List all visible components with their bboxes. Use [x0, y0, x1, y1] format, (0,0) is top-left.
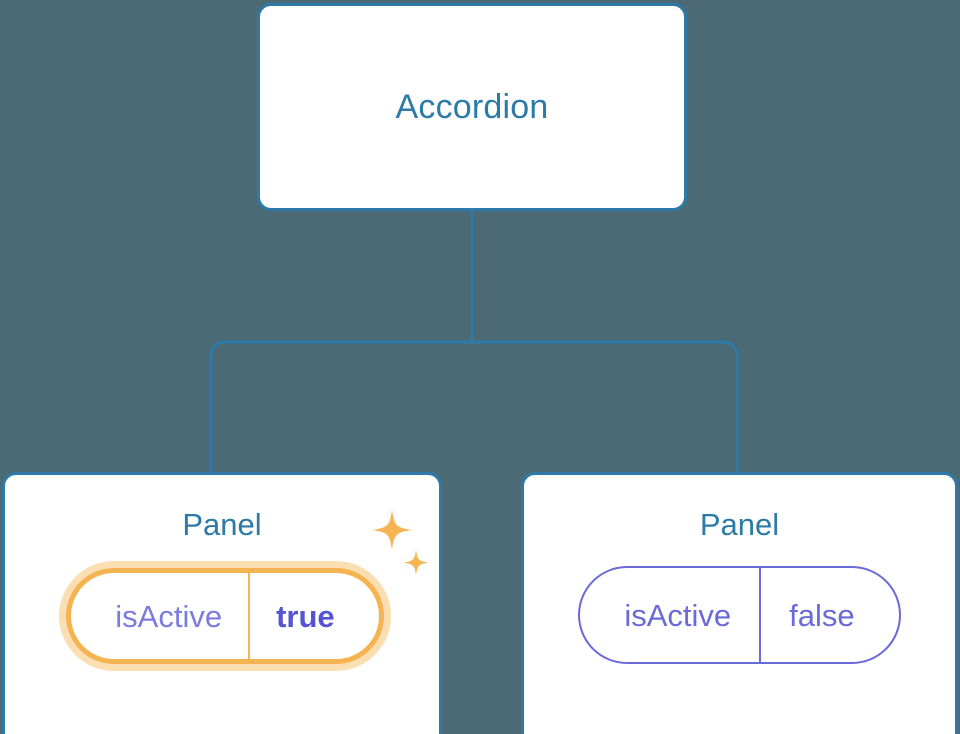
- node-panel-left-title: Panel: [182, 507, 262, 542]
- prop-pill-key: isActive: [115, 598, 223, 634]
- sparkle-small-icon: [403, 550, 429, 576]
- prop-pill-left-wrapper: isActive true: [60, 510, 429, 664]
- node-panel-right[interactable]: Panel isActive false: [521, 472, 958, 734]
- prop-pill-isactive-false[interactable]: isActive false: [578, 566, 901, 664]
- prop-pill-key: isActive: [624, 597, 732, 633]
- node-panel-right-title: Panel: [699, 507, 780, 542]
- sparkles-group: [371, 510, 429, 576]
- prop-pill-value: true: [248, 573, 379, 659]
- prop-pill-value: false: [759, 568, 898, 662]
- prop-pill-isactive-true[interactable]: isActive true: [66, 568, 384, 664]
- sparkle-icon: [371, 510, 412, 550]
- node-panel-left[interactable]: Panel isActive true: [2, 472, 442, 734]
- node-accordion[interactable]: Accordion: [257, 3, 687, 211]
- connector-bus: [209, 340, 739, 474]
- prop-pill-right-wrapper: isActive false: [578, 540, 901, 664]
- node-accordion-title: Accordion: [395, 88, 549, 126]
